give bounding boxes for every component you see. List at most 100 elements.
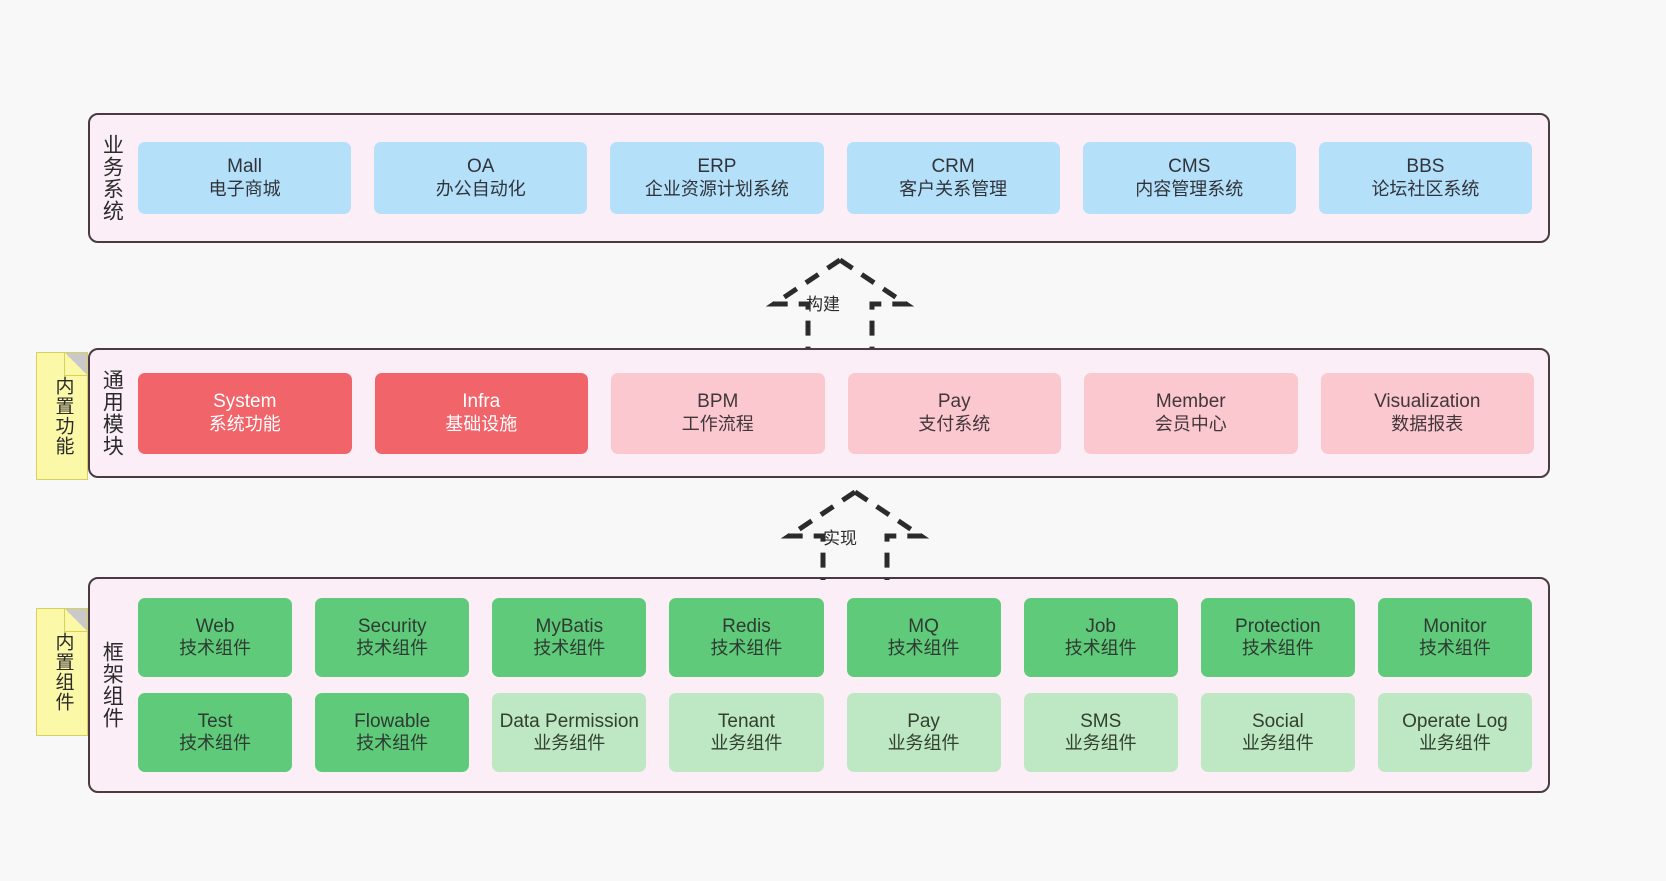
card-visualization-desc: 数据报表 — [1391, 413, 1464, 434]
card-pay-module-name: Pay — [937, 391, 971, 413]
card-sms-name: SMS — [1080, 710, 1122, 732]
card-flowable-name: Flowable — [354, 710, 431, 732]
card-protection-desc: 技术组件 — [1241, 638, 1314, 659]
card-erp-desc: 企业资源计划系统 — [644, 178, 789, 199]
card-bpm-name: BPM — [697, 391, 739, 413]
card-crm[interactable]: CRM 客户关系管理 — [846, 142, 1060, 214]
card-protection[interactable]: Protection 技术组件 — [1200, 598, 1355, 677]
card-protection-name: Protection — [1235, 615, 1321, 637]
card-web-name: Web — [195, 615, 235, 637]
card-data-permission-name: Data Permission — [499, 710, 639, 732]
card-system[interactable]: System 系统功能 — [138, 372, 352, 454]
card-erp-name: ERP — [697, 156, 737, 178]
card-oa-desc: 办公自动化 — [435, 178, 526, 199]
card-bpm[interactable]: BPM 工作流程 — [611, 372, 825, 454]
business-card-row: Mall 电子商城 OA 办公自动化 ERP 企业资源计划系统 CRM 客户关系… — [138, 142, 1533, 214]
framework-biz-row: Test 技术组件 Flowable 技术组件 Data Permission … — [138, 693, 1532, 772]
card-operate-log-desc: 业务组件 — [1418, 733, 1491, 754]
card-monitor[interactable]: Monitor 技术组件 — [1377, 598, 1532, 677]
card-pay-module-desc: 支付系统 — [918, 413, 991, 434]
card-job-name: Job — [1085, 615, 1116, 637]
card-flowable[interactable]: Flowable 技术组件 — [315, 693, 470, 772]
card-job-desc: 技术组件 — [1064, 638, 1137, 659]
card-crm-name: CRM — [931, 156, 975, 178]
card-redis-name: Redis — [722, 615, 771, 637]
card-visualization[interactable]: Visualization 数据报表 — [1320, 372, 1534, 454]
card-social[interactable]: Social 业务组件 — [1200, 693, 1355, 772]
layer-title-framework: 框架组件 — [100, 641, 124, 729]
layer-common-modules: 通用模块 System 系统功能 Infra 基础设施 BPM 工作流程 Pay… — [88, 348, 1550, 478]
card-test-name: Test — [197, 710, 233, 732]
card-bbs-desc: 论坛社区系统 — [1371, 178, 1480, 199]
card-security[interactable]: Security 技术组件 — [315, 598, 470, 677]
card-mybatis-name: MyBatis — [535, 615, 604, 637]
card-infra-name: Infra — [462, 391, 501, 413]
card-flowable-desc: 技术组件 — [356, 733, 429, 754]
card-mq-desc: 技术组件 — [887, 638, 960, 659]
card-operate-log[interactable]: Operate Log 业务组件 — [1377, 693, 1532, 772]
layer-business-systems: 业务系统 Mall 电子商城 OA 办公自动化 ERP 企业资源计划系统 CRM… — [88, 113, 1550, 243]
arrow-build: 构建 — [760, 256, 920, 348]
card-mq[interactable]: MQ 技术组件 — [846, 598, 1001, 677]
arrow-implement: 实现 — [775, 488, 935, 580]
card-bbs[interactable]: BBS 论坛社区系统 — [1318, 142, 1533, 214]
card-mall-desc: 电子商城 — [208, 178, 281, 199]
card-system-name: System — [213, 391, 277, 413]
card-member[interactable]: Member 会员中心 — [1084, 372, 1298, 454]
common-card-row: System 系统功能 Infra 基础设施 BPM 工作流程 Pay 支付系统… — [138, 372, 1534, 454]
card-monitor-name: Monitor — [1423, 615, 1487, 637]
card-test-desc: 技术组件 — [179, 733, 252, 754]
card-mall-name: Mall — [227, 156, 262, 178]
note-builtin-components-text: 内置组件 — [52, 632, 74, 712]
card-tenant-desc: 业务组件 — [710, 733, 783, 754]
card-cms[interactable]: CMS 内容管理系统 — [1082, 142, 1296, 214]
card-pay-module[interactable]: Pay 支付系统 — [847, 372, 1061, 454]
layer-title-common: 通用模块 — [100, 369, 124, 457]
card-member-desc: 会员中心 — [1154, 413, 1227, 434]
card-mq-name: MQ — [908, 615, 939, 637]
card-mall[interactable]: Mall 电子商城 — [138, 142, 352, 214]
note-builtin-components: 内置组件 — [36, 608, 88, 736]
card-social-desc: 业务组件 — [1241, 733, 1314, 754]
card-tenant[interactable]: Tenant 业务组件 — [669, 693, 824, 772]
card-bpm-desc: 工作流程 — [681, 413, 754, 434]
card-test[interactable]: Test 技术组件 — [138, 693, 293, 772]
layer-body-common: System 系统功能 Infra 基础设施 BPM 工作流程 Pay 支付系统… — [132, 350, 1548, 476]
card-job[interactable]: Job 技术组件 — [1023, 598, 1178, 677]
card-monitor-desc: 技术组件 — [1418, 638, 1491, 659]
card-infra-desc: 基础设施 — [445, 413, 518, 434]
card-pay-component-name: Pay — [907, 710, 940, 732]
note-fold-icon — [64, 609, 87, 632]
card-security-desc: 技术组件 — [356, 638, 429, 659]
card-infra[interactable]: Infra 基础设施 — [374, 372, 588, 454]
card-tenant-name: Tenant — [717, 710, 775, 732]
card-visualization-name: Visualization — [1374, 391, 1481, 413]
note-fold-icon — [64, 353, 87, 376]
card-sms-desc: 业务组件 — [1064, 733, 1137, 754]
card-data-permission[interactable]: Data Permission 业务组件 — [492, 693, 647, 772]
card-web-desc: 技术组件 — [179, 638, 252, 659]
card-sms[interactable]: SMS 业务组件 — [1023, 693, 1178, 772]
card-mybatis[interactable]: MyBatis 技术组件 — [492, 598, 647, 677]
card-oa[interactable]: OA 办公自动化 — [374, 142, 588, 214]
card-crm-desc: 客户关系管理 — [899, 178, 1008, 199]
card-web[interactable]: Web 技术组件 — [138, 598, 293, 677]
card-erp[interactable]: ERP 企业资源计划系统 — [610, 142, 824, 214]
layer-framework-components: 框架组件 Web 技术组件 Security 技术组件 MyBatis 技术组件… — [88, 577, 1550, 793]
card-member-name: Member — [1155, 391, 1226, 413]
card-pay-component[interactable]: Pay 业务组件 — [846, 693, 1001, 772]
framework-tech-row: Web 技术组件 Security 技术组件 MyBatis 技术组件 Redi… — [138, 598, 1532, 677]
card-redis-desc: 技术组件 — [710, 638, 783, 659]
note-builtin-features: 内置功能 — [36, 352, 88, 480]
layer-title-business: 业务系统 — [100, 134, 124, 222]
card-operate-log-name: Operate Log — [1402, 710, 1508, 732]
card-system-desc: 系统功能 — [208, 413, 281, 434]
card-redis[interactable]: Redis 技术组件 — [669, 598, 824, 677]
card-data-permission-desc: 业务组件 — [533, 733, 606, 754]
card-mybatis-desc: 技术组件 — [533, 638, 606, 659]
card-social-name: Social — [1251, 710, 1304, 732]
card-security-name: Security — [357, 615, 427, 637]
note-builtin-features-text: 内置功能 — [52, 376, 74, 456]
layer-body-business: Mall 电子商城 OA 办公自动化 ERP 企业资源计划系统 CRM 客户关系… — [132, 115, 1548, 241]
